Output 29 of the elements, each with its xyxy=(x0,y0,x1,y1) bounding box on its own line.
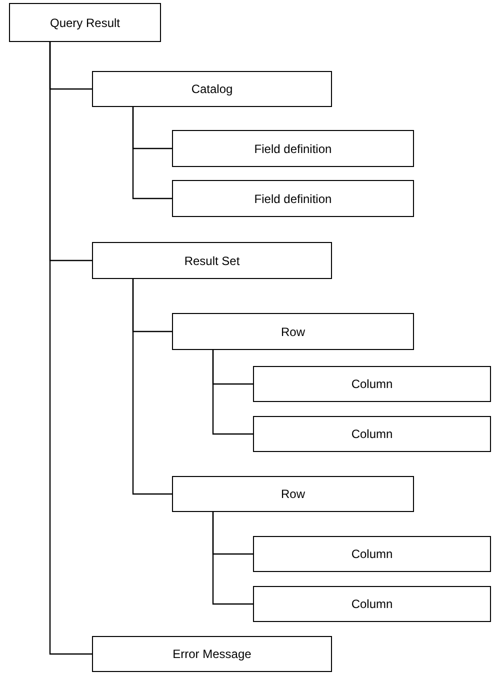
tree-node-box xyxy=(253,366,491,402)
node-label: Row xyxy=(280,486,305,503)
node-label: Field definition xyxy=(254,140,332,158)
tree-node-box xyxy=(172,180,414,217)
node-label: Column xyxy=(351,596,393,613)
tree-node-box xyxy=(9,3,161,42)
node-label: Column xyxy=(351,426,393,443)
tree-node-box xyxy=(253,536,491,572)
tree-node-box xyxy=(172,313,414,350)
connector-line xyxy=(132,279,172,495)
tree-node-box xyxy=(92,242,332,279)
node-label: Error Message xyxy=(172,646,252,663)
connector-line xyxy=(212,512,253,605)
node-label: Row xyxy=(280,324,305,340)
node-label: Catalog xyxy=(191,81,233,98)
node-label: Column xyxy=(351,546,393,563)
tree-node-box xyxy=(172,476,414,512)
tree-node-box xyxy=(92,636,332,672)
node-label: Column xyxy=(351,376,393,393)
node-label: Field definition xyxy=(254,190,332,208)
tree-node-box xyxy=(253,416,491,452)
node-label: Result Set xyxy=(184,252,240,270)
tree-node-box xyxy=(92,71,332,107)
connector-line xyxy=(49,42,92,655)
connector-line xyxy=(212,350,253,435)
tree-node-box xyxy=(253,586,491,622)
tree-node-box xyxy=(172,130,414,167)
node-label: Query Result xyxy=(50,14,120,32)
connector-line xyxy=(132,107,172,200)
